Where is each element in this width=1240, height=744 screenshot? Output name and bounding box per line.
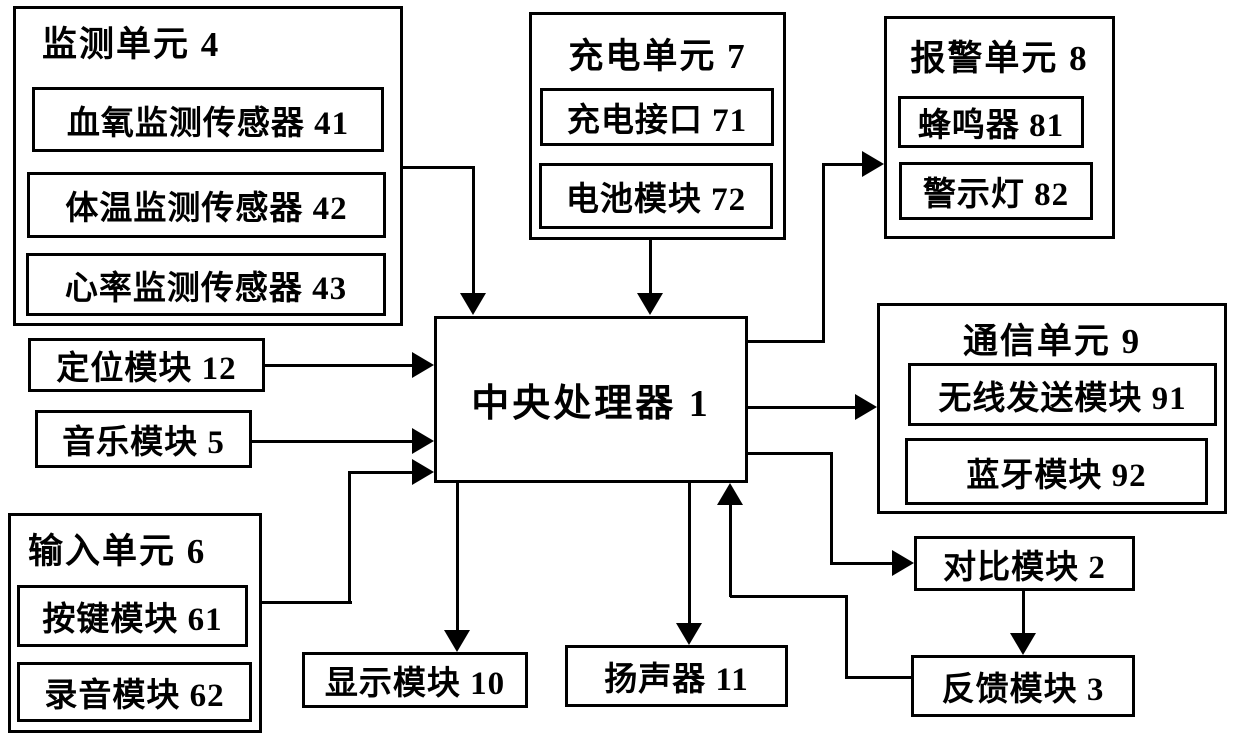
arrowhead-cpu-to-compare: [892, 550, 914, 576]
connector-cpu-to-compare: [830, 562, 892, 565]
input-unit-box: 输入单元 6 按键模块 61 录音模块 62: [8, 513, 262, 733]
wireless-send-module-box: 无线发送模块 91: [908, 363, 1217, 426]
connector-input-to-cpu: [348, 471, 412, 474]
connector-cpu-to-alarm: [748, 340, 825, 343]
monitoring-unit-title: 监测单元 4: [42, 25, 221, 64]
connector-cpu-to-compare: [830, 452, 833, 565]
connector-feedback-to-cpu: [729, 505, 732, 597]
arrowhead-monitoring-to-cpu: [460, 293, 486, 315]
alarm-unit-title: 报警单元 8: [910, 39, 1089, 78]
bluetooth-module-box: 蓝牙模块 92: [905, 438, 1208, 505]
warning-light-box: 警示灯 82: [899, 162, 1093, 220]
comm-unit-title: 通信单元 9: [962, 322, 1142, 361]
comm-unit-box: 通信单元 9 无线发送模块 91 蓝牙模块 92: [877, 303, 1227, 514]
battery-module-box: 电池模块 72: [539, 163, 773, 229]
music-module-box: 音乐模块 5: [35, 410, 252, 468]
connector-feedback-to-cpu: [730, 595, 848, 598]
arrowhead-compare-to-feedback: [1010, 633, 1036, 655]
compare-module-box: 对比模块 2: [914, 536, 1135, 591]
connector-cpu-to-alarm: [822, 163, 862, 166]
input-unit-title: 输入单元 6: [28, 532, 207, 571]
arrowhead-cpu-to-comm: [855, 394, 877, 420]
connector-monitoring-to-cpu: [472, 166, 475, 293]
connector-cpu-to-compare: [748, 452, 833, 455]
charging-unit-title: 充电单元 7: [568, 37, 747, 76]
connector-input-to-cpu: [348, 471, 351, 604]
recording-module-box: 录音模块 62: [17, 662, 252, 722]
connector-feedback-to-cpu: [845, 595, 848, 679]
connector-charging-to-cpu: [649, 240, 652, 293]
connector-input-to-cpu: [262, 601, 352, 604]
feedback-module-box: 反馈模块 3: [911, 655, 1135, 717]
alarm-unit-box: 报警单元 8 蜂鸣器 81 警示灯 82: [884, 16, 1115, 239]
connector-cpu-to-alarm: [822, 163, 825, 343]
arrowhead-charging-to-cpu: [637, 293, 663, 315]
button-module-box: 按键模块 61: [17, 585, 248, 647]
arrowhead-cpu-to-alarm: [862, 151, 884, 177]
connector-feedback-to-cpu: [848, 676, 911, 679]
arrowhead-feedback-to-cpu: [717, 483, 743, 505]
cpu-box: 中央处理器 1: [434, 316, 748, 483]
connector-compare-to-feedback: [1022, 591, 1025, 633]
display-module-box: 显示模块 10: [302, 652, 528, 708]
speaker-box: 扬声器 11: [565, 645, 788, 707]
arrowhead-music-to-cpu: [412, 428, 434, 454]
connector-cpu-to-speaker: [688, 483, 691, 623]
arrowhead-input-to-cpu: [412, 459, 434, 485]
charging-port-box: 充电接口 71: [540, 88, 774, 146]
blood-oxygen-sensor-box: 血氧监测传感器 41: [32, 87, 384, 152]
charging-unit-box: 充电单元 7 充电接口 71 电池模块 72: [529, 12, 786, 240]
monitoring-unit-box: 监测单元 4 血氧监测传感器 41 体温监测传感器 42 心率监测传感器 43: [13, 6, 403, 326]
connector-music-to-cpu: [252, 440, 412, 443]
arrowhead-cpu-to-display: [444, 630, 470, 652]
positioning-module-box: 定位模块 12: [28, 338, 265, 392]
heart-rate-sensor-box: 心率监测传感器 43: [26, 253, 386, 316]
connector-cpu-to-comm: [748, 406, 855, 409]
arrowhead-cpu-to-speaker: [676, 623, 702, 645]
body-temperature-sensor-box: 体温监测传感器 42: [27, 172, 386, 238]
buzzer-box: 蜂鸣器 81: [898, 96, 1084, 148]
connector-cpu-to-display: [456, 483, 459, 630]
arrowhead-positioning-to-cpu: [412, 352, 434, 378]
connector-positioning-to-cpu: [265, 364, 412, 367]
connector-monitoring-to-cpu: [400, 166, 475, 169]
